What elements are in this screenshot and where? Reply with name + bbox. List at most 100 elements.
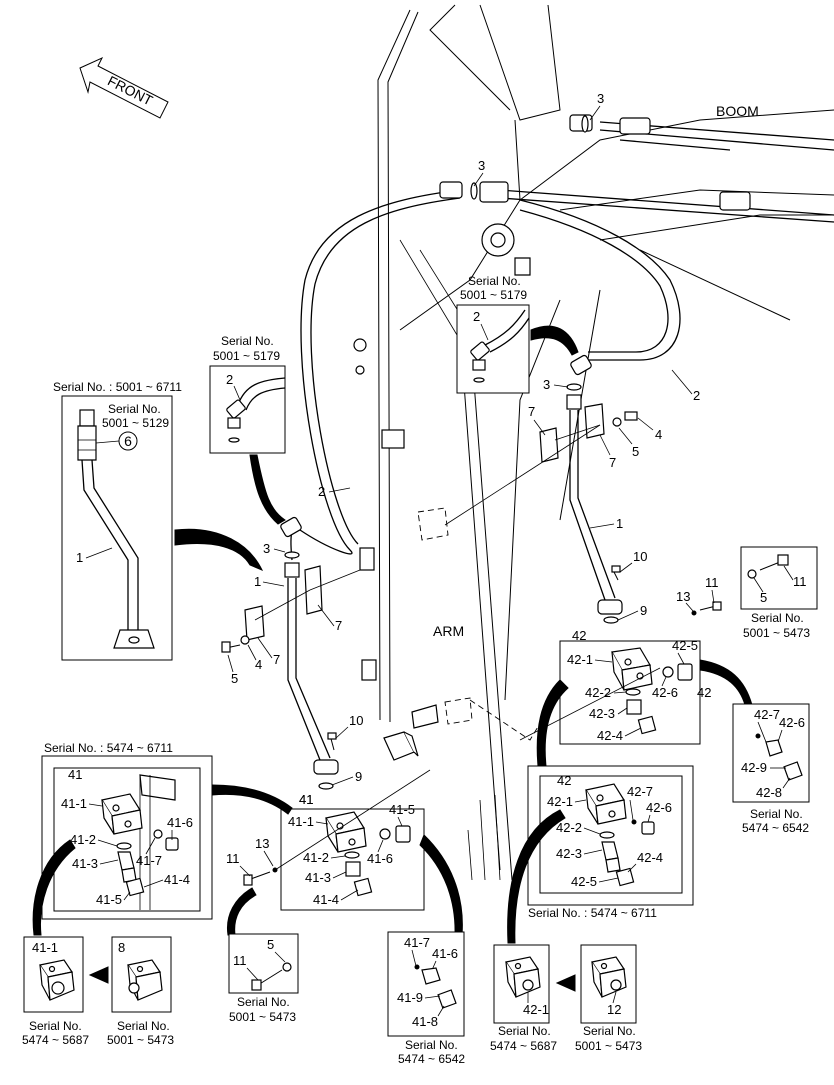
arm-structure [353,4,834,881]
callout-7-right-a: 7 [528,404,535,419]
bolt-11-13-center: 13 11 [226,731,431,886]
callout-41-1-inset: 41-1 [61,796,87,811]
callout-42-7-inset: 42-7 [754,707,780,722]
callout-2-inset-right: 2 [473,309,480,324]
callout-41-8-bottom: 41-8 [412,1014,438,1029]
front-arrow: FRONT [79,56,169,119]
callout-41-center: 41 [299,792,313,807]
callout-41-main: 41 [299,792,313,807]
leader-inset-hose-left [249,454,286,525]
callout-42-8-inset: 42-8 [756,785,782,800]
inset-hr-serial-range: 5001 ~ 5179 [460,288,527,302]
callout-42-5-inset-b: 42-5 [571,874,597,889]
callout-10-right: 10 [633,549,647,564]
callout-42-9-inset: 42-9 [741,760,767,775]
boom-hoses: BOOM 3 3 [470,91,834,223]
callout-9-right: 9 [640,603,647,618]
pipe-assembly-right: 3 7 7 5 4 1 10 9 13 11 ARM [433,354,722,639]
inset-pipe-sub-serial-range: 5001 ~ 5129 [102,416,169,430]
block-41-center: 41 41-1 41-5 41-2 41-6 41-3 41-4 [280,792,425,911]
inset-42-5474-6711: 42 42-1 42-7 42-6 42-2 42-3 42-4 42-5 Se… [527,765,694,920]
callout-2-hose-left: 2 [318,484,325,499]
callout-41-2-inset: 41-2 [70,832,96,847]
callout-5-left: 5 [231,671,238,686]
callout-41-6-inset: 41-6 [167,815,193,830]
inset-41-fittings: 41-7 41-6 41-9 41-8 Serial No. 5474 ~ 65… [387,931,465,1066]
inset-42f-serial-label: Serial No. [750,807,803,821]
inset-hr-serial-label: Serial No. [468,274,521,288]
callout-41-7-inset: 41-7 [136,853,162,868]
inset-b421-serial-range: 5474 ~ 5687 [490,1039,557,1053]
callout-5-bottom: 5 [267,937,274,952]
callout-8: 8 [118,940,125,955]
callout-4-right: 4 [655,427,662,442]
leader-bolt-center [226,887,257,936]
arrow-12-to-42-1 [555,974,576,992]
block-42-right: 42 42-1 42-5 42-2 42-6 42-3 42-4 42 [559,628,711,745]
callout-41-2-center: 41-2 [303,850,329,865]
callout-42-1-inset: 42-1 [547,794,573,809]
callout-42-2-inset-b: 42-2 [556,820,582,835]
callout-42-5-right: 42-5 [672,638,698,653]
callout-41-4-inset: 41-4 [164,872,190,887]
callout-42-2-right: 42-2 [585,685,611,700]
callout-13-right: 13 [676,589,690,604]
inset-hl-serial-range: 5001 ~ 5179 [213,349,280,363]
inset-41f-serial-label: Serial No. [405,1038,458,1052]
inset-42-fittings: 42-7 42-6 42-9 42-8 Serial No. 5474 ~ 65… [732,703,810,835]
callout-11-bottom: 11 [233,953,247,968]
inset-bolt-bottom: 5 11 Serial No. 5001 ~ 5473 [228,933,299,1024]
callout-13-center: 13 [255,836,269,851]
callout-42-1-right: 42-1 [567,652,593,667]
callout-7-left-b: 7 [273,652,280,667]
inset-42f-serial-range: 5474 ~ 6542 [742,821,809,835]
callout-7-right-b: 7 [609,455,616,470]
callout-42-box-right: 42 [572,628,586,643]
callout-41-9-bottom: 41-9 [397,990,423,1005]
callout-1-right: 1 [616,516,623,531]
callout-11-inset-tr: 11 [793,574,807,589]
pipe-assembly-left: 3 1 7 7 4 5 10 9 41 [221,516,363,807]
inset-block-41-1: 41-1 Serial No. 5474 ~ 5687 [22,936,89,1047]
callout-3-left: 3 [263,541,270,556]
leader-inset-41 [211,784,293,815]
callout-2-inset-left: 2 [226,372,233,387]
callout-41-7-bottom: 41-7 [404,935,430,950]
callout-41-6-center: 41-6 [367,851,393,866]
inset-hose-5001-5179-left: Serial No. 5001 ~ 5179 2 [209,334,286,454]
inset-hl-serial-label: Serial No. [221,334,274,348]
inset-42-serial-range: Serial No. : 5474 ~ 6711 [528,906,657,920]
callout-5-inset-tr: 5 [760,590,767,605]
inset-btr-serial-label: Serial No. [751,611,804,625]
callout-3-top: 3 [597,91,604,106]
inset-bb-serial-label: Serial No. [237,995,290,1009]
leader-inset-41-block [32,839,76,936]
callout-1-inset: 1 [76,550,83,565]
callout-42-4-inset-b: 42-4 [637,850,663,865]
hose-right: 2 [519,199,700,403]
inset-pipe-sub-serial-label: Serial No. [108,402,161,416]
inset-block-12: 12 Serial No. 5001 ~ 5473 [575,944,642,1053]
callout-6: 6 [124,433,132,449]
callout-42-4-right: 42-4 [597,728,623,743]
callout-41-5-center: 41-5 [389,802,415,817]
callout-9-left: 9 [355,769,362,784]
callout-41-5-inset: 41-5 [96,892,122,907]
leader-inset-hose-right [530,325,579,356]
callout-5-right: 5 [632,444,639,459]
inset-pipe-5001-6711: Serial No. : 5001 ~ 6711 Serial No. 5001… [53,380,182,661]
callout-11-right: 11 [705,575,719,590]
inset-b8-serial-label: Serial No. [117,1019,170,1033]
callout-42-1-bottom: 42-1 [523,1002,549,1017]
inset-block-8: 8 Serial No. 5001 ~ 5473 [107,936,174,1047]
inset-b411-serial-label: Serial No. [29,1019,82,1033]
callout-12: 12 [607,1002,621,1017]
inset-btr-serial-range: 5001 ~ 5473 [743,626,810,640]
inset-pipe-serial-range: Serial No. : 5001 ~ 6711 [53,380,182,394]
leader-inset-pipe [174,528,264,571]
leader-inset-42-block [507,809,566,944]
leader-block-42-to-inset [536,679,569,767]
inset-hose-5001-5179-right: Serial No. 5001 ~ 5179 2 [456,274,530,394]
callout-41-3-center: 41-3 [305,870,331,885]
